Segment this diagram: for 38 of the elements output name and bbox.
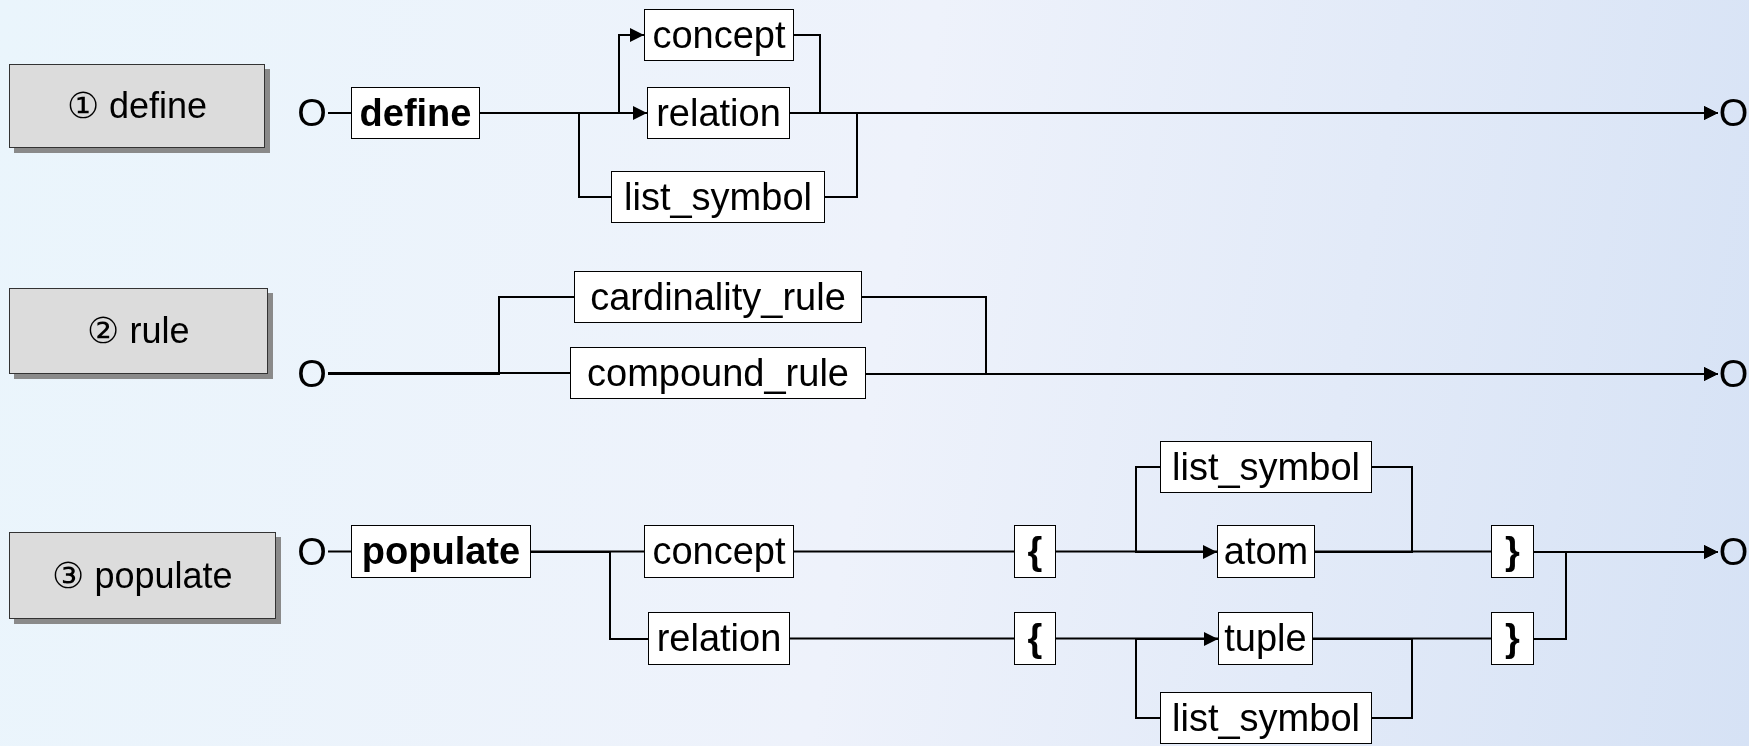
syntax-box: list_symbol: [1160, 692, 1372, 744]
syntax-box: tuple: [1218, 612, 1313, 665]
connector-line: [327, 550, 352, 553]
connector-line: [1314, 466, 1413, 553]
connector-line: [578, 106, 648, 198]
syntax-box: concept: [644, 525, 794, 578]
syntax-box: }: [1491, 612, 1534, 665]
connector-line: [789, 112, 858, 198]
syntax-box: {: [1014, 612, 1056, 665]
connector-line: [327, 372, 571, 374]
connector-line: [1533, 545, 1719, 640]
terminal-symbol: O: [1718, 92, 1749, 134]
syntax-box: concept: [644, 9, 794, 61]
connector-line: [865, 367, 1719, 381]
terminal-symbol: O: [296, 92, 328, 134]
syntax-box: compound_rule: [570, 347, 866, 399]
syntax-box: define: [351, 87, 480, 139]
terminal-symbol: O: [296, 531, 328, 573]
syntax-box: populate: [351, 525, 531, 578]
syntax-box: cardinality_rule: [574, 271, 862, 323]
connector-line: [793, 550, 1015, 553]
syntax-box: list_symbol: [611, 171, 825, 223]
syntax-box: list_symbol: [1160, 441, 1372, 493]
syntax-box: {: [1014, 525, 1056, 578]
connector-line: [327, 296, 575, 375]
connector-line: [1135, 466, 1218, 559]
syntax-box: relation: [647, 87, 790, 139]
connector-line: [530, 551, 649, 640]
syntax-box: relation: [648, 612, 790, 665]
connector-line: [327, 112, 352, 114]
connector-line: [1312, 638, 1413, 719]
connector-line: [789, 637, 1015, 640]
syntax-box: atom: [1217, 525, 1315, 578]
connector-line: [1135, 632, 1219, 719]
terminal-symbol: O: [1718, 353, 1749, 395]
syntax-box: }: [1491, 525, 1534, 578]
terminal-symbol: O: [1718, 531, 1749, 573]
terminal-symbol: O: [296, 353, 328, 395]
